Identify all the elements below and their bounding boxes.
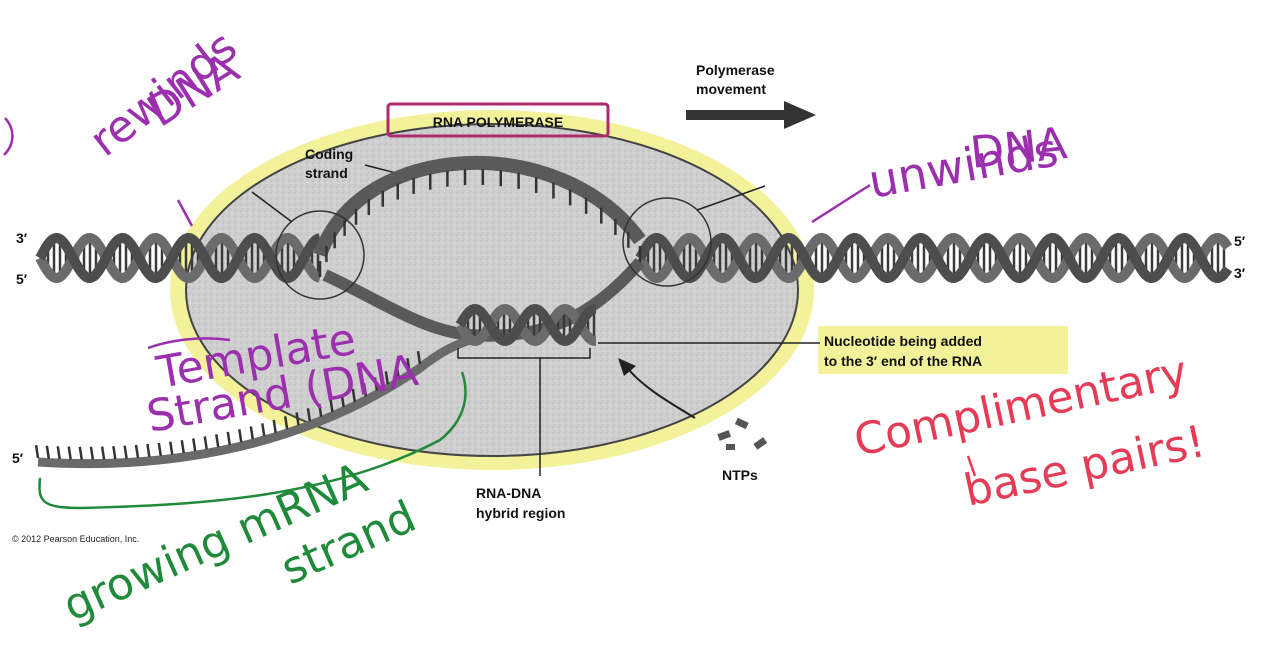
rna-dna-hybrid-helix	[460, 309, 596, 341]
rna-base	[251, 426, 253, 439]
rna-base	[113, 446, 115, 459]
end-5prime-right: 5′	[1234, 233, 1246, 249]
annotation-rewinds-pointer	[178, 200, 192, 226]
nucleotide-label-line1: Nucleotide being added	[824, 333, 982, 349]
rna-base	[182, 440, 184, 453]
rna-base	[136, 445, 138, 458]
rna-base	[239, 429, 241, 442]
movement-arrow-icon	[686, 101, 816, 129]
enzyme-label: RNA POLYMERASE	[433, 114, 563, 130]
rna-base	[80, 447, 82, 460]
end-3prime-left: 3′	[16, 230, 28, 246]
rna-base	[58, 446, 60, 459]
annotation-paren-mark	[4, 118, 12, 155]
annotation-unwinds-pointer	[812, 185, 870, 222]
movement-label-line1: Polymerase	[696, 62, 775, 78]
end-3prime-right: 3′	[1234, 265, 1246, 281]
rna-base	[193, 438, 195, 451]
rna-base	[36, 445, 38, 458]
end-5prime-left: 5′	[16, 271, 28, 287]
rna-base	[47, 446, 49, 459]
rna-base	[170, 442, 172, 455]
copyright-notice: © 2012 Pearson Education, Inc.	[12, 534, 139, 544]
rna-base	[69, 447, 71, 460]
coding-strand-label-line1: Coding	[305, 146, 353, 162]
nucleotide-label-line2: to the 3′ end of the RNA	[824, 353, 982, 369]
rna-base	[228, 432, 230, 445]
rna-5prime-label: 5′	[12, 450, 24, 466]
rna-base	[262, 423, 264, 436]
rna-base	[125, 446, 127, 459]
rna-base	[147, 444, 149, 457]
hybrid-label-line1: RNA-DNA	[476, 485, 541, 501]
rna-base	[216, 434, 218, 447]
rna-base	[159, 443, 161, 456]
annotation-unwinds-line2: DNA	[968, 118, 1070, 179]
rna-base	[205, 436, 207, 449]
ntps-label: NTPs	[722, 467, 758, 483]
rna-base	[102, 447, 104, 460]
movement-label-line2: movement	[696, 81, 766, 97]
coding-strand-label-line2: strand	[305, 165, 348, 181]
rna-base	[91, 447, 93, 460]
ntp-molecules-icon	[717, 418, 767, 450]
hybrid-label-line2: hybrid region	[476, 505, 565, 521]
